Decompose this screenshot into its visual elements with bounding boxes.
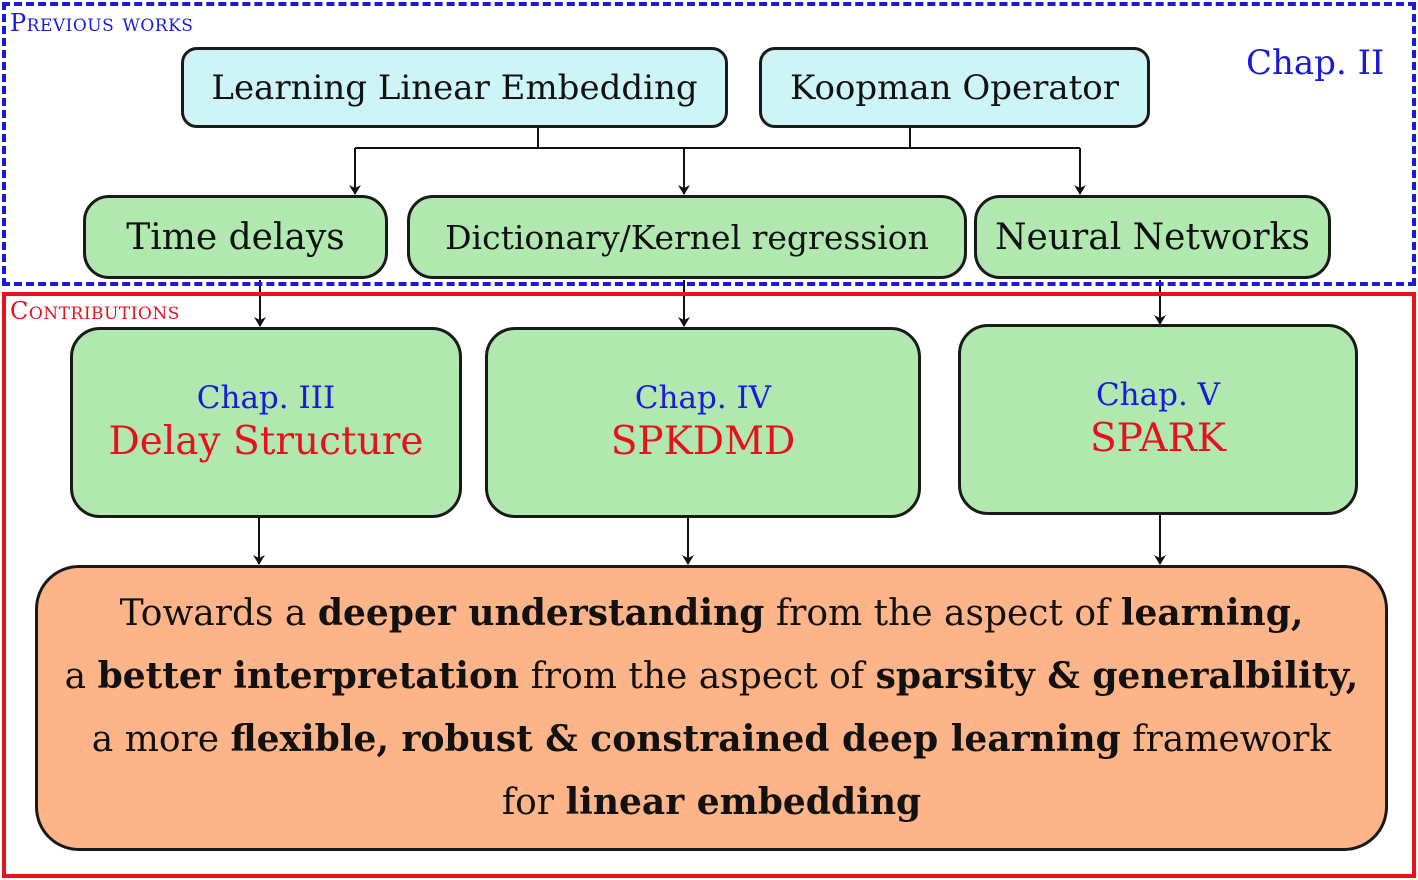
- contribution-delay-structure-box: Chap. III Delay Structure: [70, 327, 462, 518]
- contribution-chapter-label: Chap. V: [1095, 376, 1221, 413]
- koopman-operator-box: Koopman Operator: [759, 47, 1150, 128]
- summary-line: Towards a deeper understanding from the …: [119, 592, 1304, 634]
- contribution-chapter-label: Chap. IV: [634, 379, 772, 416]
- chapter-ii-note: Chap. II: [1246, 43, 1385, 83]
- dictionary-kernel-regression-box: Dictionary/Kernel regression: [407, 195, 967, 279]
- contribution-spkdmd-box: Chap. IV SPKDMD: [485, 327, 921, 518]
- time-delays-box: Time delays: [83, 195, 388, 279]
- contribution-chapter-label: Chap. III: [196, 379, 336, 416]
- contribution-name: SPARK: [1089, 415, 1227, 461]
- contribution-name: Delay Structure: [108, 418, 424, 464]
- contribution-name: SPKDMD: [610, 418, 796, 464]
- neural-networks-box: Neural Networks: [974, 195, 1331, 279]
- previous-works-region: [2, 2, 1416, 286]
- previous-works-label: Previous works: [10, 9, 194, 37]
- summary-line: for linear embedding: [501, 781, 922, 823]
- contribution-spark-box: Chap. V SPARK: [958, 324, 1358, 515]
- summary-line: a better interpretation from the aspect …: [64, 655, 1359, 697]
- summary-line: a more flexible, robust & constrained de…: [91, 718, 1332, 760]
- learning-linear-embedding-box: Learning Linear Embedding: [181, 47, 728, 128]
- contributions-label: Contributions: [10, 297, 180, 325]
- contributions-region: [2, 292, 1416, 878]
- summary-box: Towards a deeper understanding from the …: [35, 565, 1388, 851]
